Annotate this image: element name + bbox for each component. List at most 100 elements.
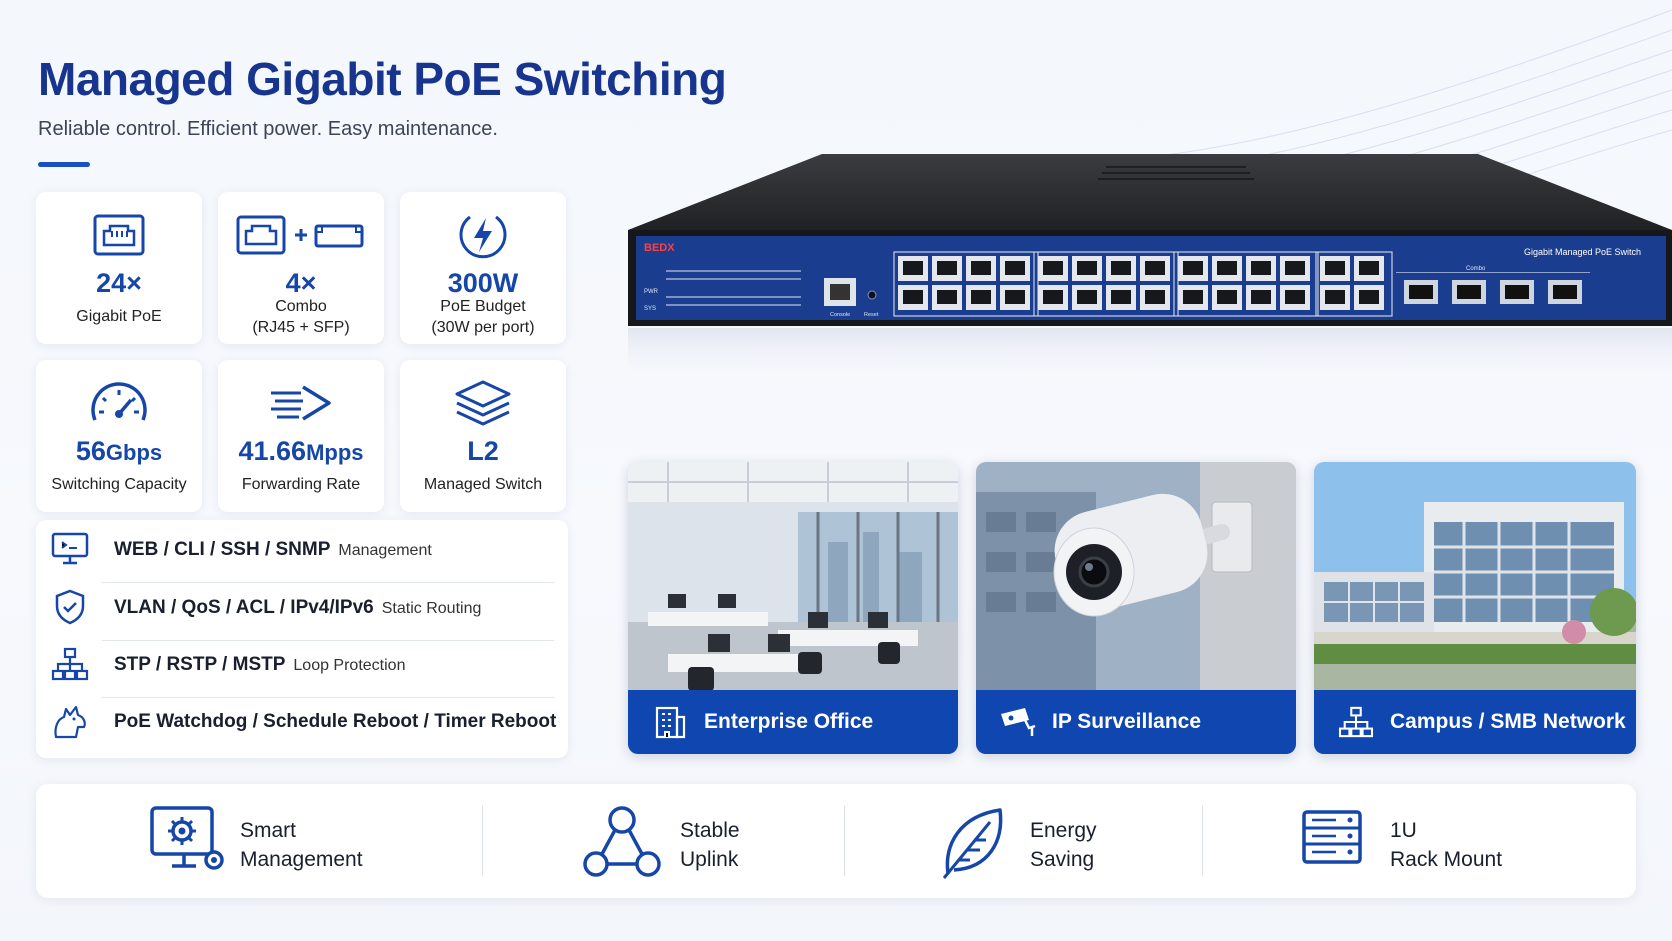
spec-card-combo: 4× Combo (RJ45 + SFP) xyxy=(218,192,384,344)
layers-icon xyxy=(400,378,566,428)
console-label: Console xyxy=(830,312,850,318)
rj45-port-socket xyxy=(1359,261,1379,275)
spec-label-group: PoE Budget (30W per port) xyxy=(404,296,562,338)
feature-subtitle: Management xyxy=(338,542,432,559)
ethernet-port-icon xyxy=(36,210,202,260)
spec-value-unit: Mpps xyxy=(306,440,364,465)
application-card-campus-smb: Campus / SMB Network xyxy=(1314,462,1636,754)
application-label: Enterprise Office xyxy=(704,710,874,733)
rj45-port-socket xyxy=(1111,290,1131,304)
port-group-frame xyxy=(1173,251,1319,317)
spec-card-switching-capacity: 56Gbps Switching Capacity xyxy=(36,360,202,512)
application-card-ip-surveillance: IP Surveillance xyxy=(976,462,1296,754)
spec-card-poe-budget: 300W PoE Budget (30W per port) xyxy=(400,192,566,344)
led-indicators xyxy=(666,270,801,306)
power-bolt-icon xyxy=(400,210,566,260)
benefit-line1: Stable xyxy=(680,819,740,842)
divider xyxy=(482,806,483,876)
rj45-port-socket xyxy=(937,261,957,275)
network-tree-icon xyxy=(1336,704,1376,740)
spec-label: Gigabit PoE xyxy=(76,308,162,325)
spec-value-unit: Gbps xyxy=(105,440,163,465)
feature-subtitle: Static Routing xyxy=(381,600,482,617)
rj45-port-socket xyxy=(1183,261,1203,275)
spec-label: Combo xyxy=(275,298,327,315)
spec-card-gigabit-poe: 24× Gigabit PoE xyxy=(36,192,202,344)
pwr-label: PWR xyxy=(644,289,659,295)
rj45-port-socket xyxy=(1145,290,1165,304)
spec-label-group: Combo (RJ45 + SFP) xyxy=(222,296,380,338)
port-group-frame xyxy=(1315,251,1393,317)
spec-value: L2 xyxy=(467,436,499,466)
reset-label: Reset xyxy=(864,312,879,318)
rj45-port-socket xyxy=(1005,261,1025,275)
switch-device: BEDX PWR SYS Console Reset Combo Gigabit… xyxy=(628,154,1672,382)
spec-value: 41.66Mpps xyxy=(218,436,384,467)
sys-label: SYS xyxy=(644,306,656,312)
port-group-frame xyxy=(1033,251,1179,317)
rj45-plus-sfp-icon xyxy=(218,210,384,260)
rj45-port-socket xyxy=(1359,290,1379,304)
application-caption: IP Surveillance xyxy=(976,690,1296,754)
rj45-port-socket xyxy=(1077,290,1097,304)
rj45-port-socket xyxy=(1251,261,1271,275)
spec-value-number: 56 xyxy=(75,436,106,466)
brand-logo: BEDX xyxy=(644,242,675,254)
rj45-port-socket xyxy=(903,261,923,275)
benefit-line2: Uplink xyxy=(680,848,739,871)
application-label: IP Surveillance xyxy=(1052,710,1202,733)
sfp-ports xyxy=(1404,280,1582,304)
speedometer-icon xyxy=(36,378,202,428)
spec-value: 56Gbps xyxy=(36,436,202,467)
title-accent-bar xyxy=(38,162,90,167)
building-icon xyxy=(650,704,690,740)
leaf-icon xyxy=(936,804,1016,880)
feature-text: VLAN / QoS / ACL / IPv4/IPv6 Static Routi… xyxy=(114,597,481,619)
feature-title: VLAN / QoS / ACL / IPv4/IPv6 xyxy=(114,597,374,618)
divider xyxy=(102,697,554,698)
rj45-port-socket xyxy=(1145,261,1165,275)
network-tree-icon xyxy=(50,647,90,681)
port-group-frame xyxy=(893,251,1039,317)
spec-value: 4× xyxy=(285,268,317,298)
rj45-port-socket xyxy=(971,261,991,275)
spec-label-detail: (RJ45 + SFP) xyxy=(252,319,350,336)
vent-holes xyxy=(1098,166,1254,180)
rj45-port-socket xyxy=(1325,261,1345,275)
divider xyxy=(1202,806,1203,876)
reset-button[interactable] xyxy=(867,290,877,300)
rj45-port-socket xyxy=(1111,261,1131,275)
page-subtitle: Reliable control. Efficient power. Easy … xyxy=(38,118,498,140)
rj45-port-socket xyxy=(937,290,957,304)
spec-label-detail: (30W per port) xyxy=(431,319,535,336)
spec-card-l2-managed: L2 Managed Switch xyxy=(400,360,566,512)
cctv-camera-icon xyxy=(998,704,1038,740)
feature-item: PoE Watchdog / Schedule Reboot / Timer R… xyxy=(36,692,568,748)
rj45-port-socket xyxy=(1285,261,1305,275)
shield-check-icon xyxy=(50,589,90,625)
rj45-port-socket xyxy=(1077,261,1097,275)
rj45-port-socket xyxy=(1325,290,1345,304)
feature-title: STP / RSTP / MSTP xyxy=(114,654,286,675)
benefit-line2: Saving xyxy=(1030,848,1095,871)
divider xyxy=(844,806,845,876)
rj45-port-groups xyxy=(893,251,1393,317)
spec-card-forwarding-rate: 41.66Mpps Forwarding Rate xyxy=(218,360,384,512)
watchdog-icon xyxy=(50,704,90,739)
rj45-port-socket xyxy=(1183,290,1203,304)
rj45-port-socket xyxy=(1285,290,1305,304)
rj45-port-socket xyxy=(971,290,991,304)
feature-text: PoE Watchdog / Schedule Reboot / Timer R… xyxy=(114,711,556,733)
spec-value-number: 41.66 xyxy=(238,436,307,466)
fast-forward-arrow-icon xyxy=(218,378,384,428)
feature-item: VLAN / QoS / ACL / IPv4/IPv6 Static Routi… xyxy=(36,578,568,634)
